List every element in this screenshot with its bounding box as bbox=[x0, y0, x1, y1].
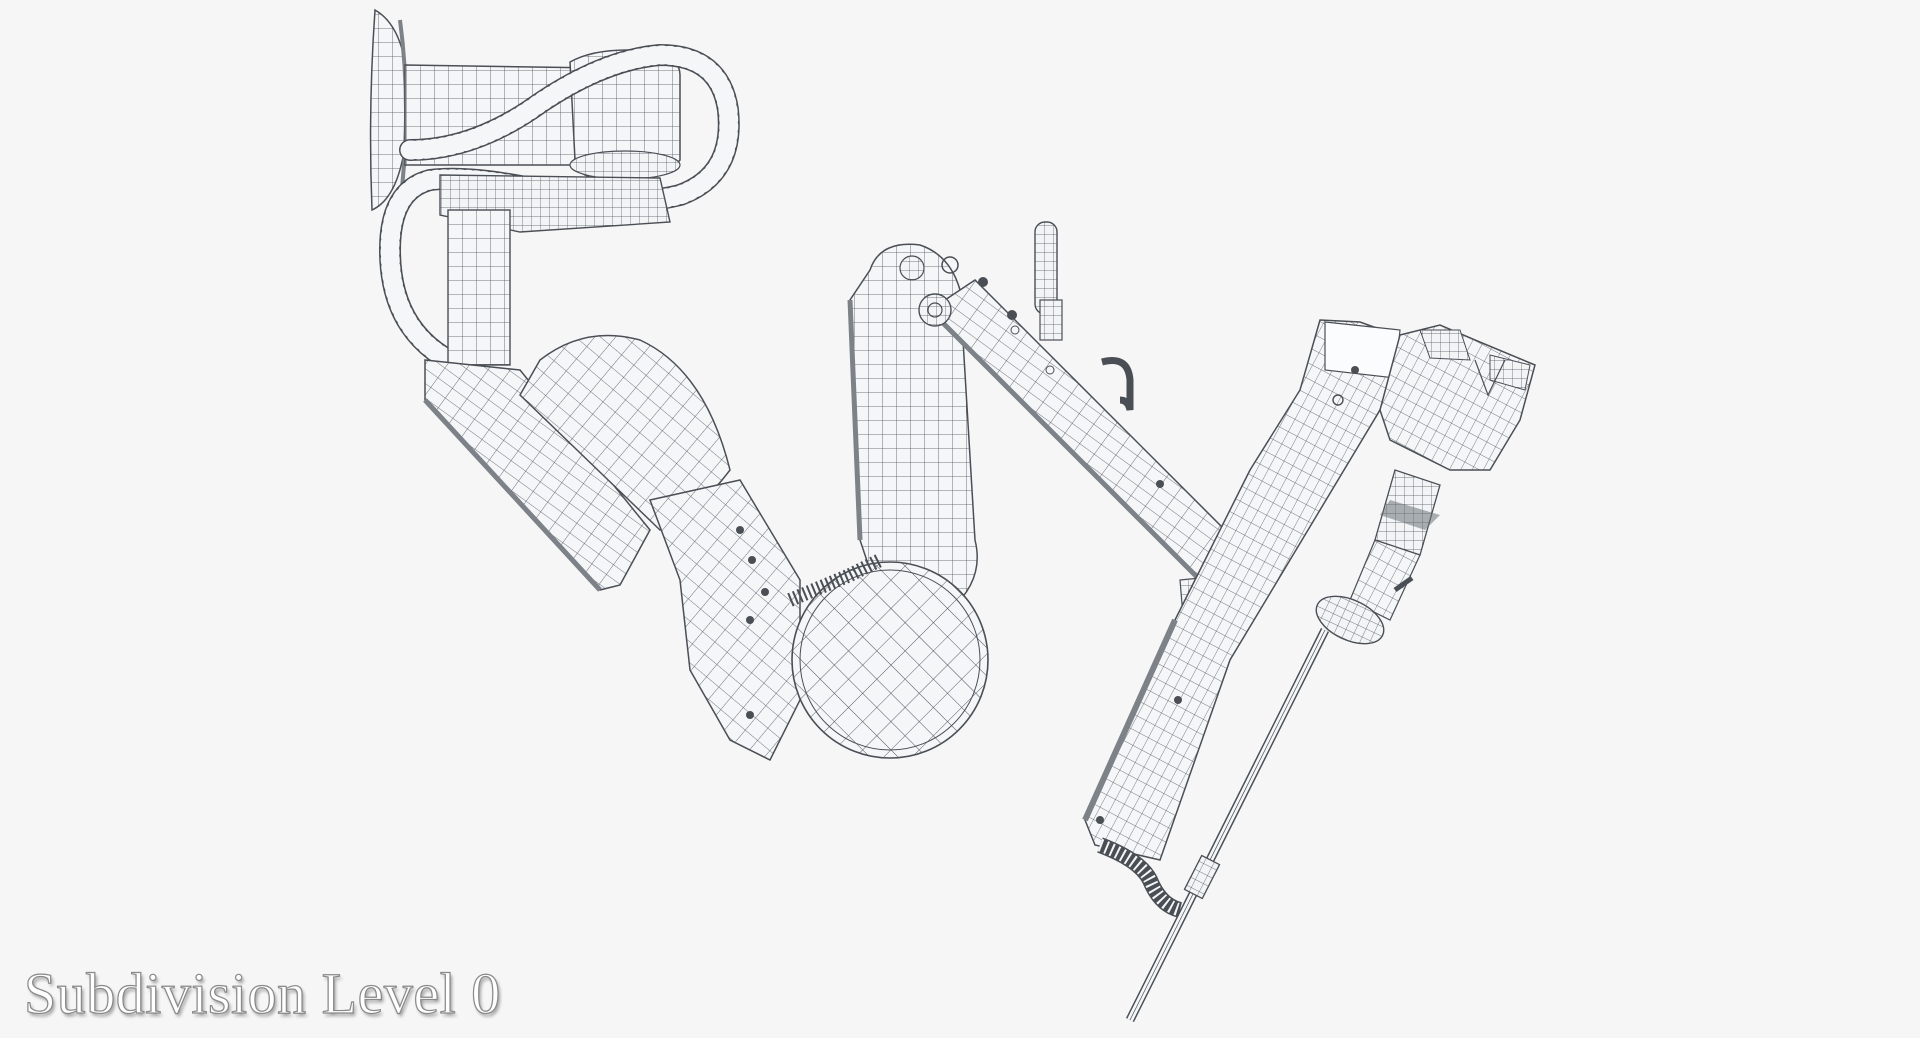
instrument-collar bbox=[1315, 469, 1441, 645]
ball-joint bbox=[787, 553, 989, 759]
lower-bracket bbox=[1097, 837, 1183, 918]
hook bbox=[1101, 357, 1134, 411]
instrument-carriage bbox=[1082, 319, 1411, 861]
handle-grip bbox=[1034, 221, 1063, 341]
vertical-column bbox=[447, 209, 511, 366]
instrument-rod bbox=[1125, 627, 1330, 1023]
forearm-connector bbox=[648, 479, 801, 762]
mount-plate bbox=[369, 8, 409, 212]
forearm bbox=[918, 277, 1236, 582]
elbow-slab bbox=[423, 359, 651, 592]
instrument-drive-head bbox=[1379, 324, 1536, 471]
upright-arm bbox=[847, 243, 978, 611]
subdivision-level-caption: Subdivision Level 0 bbox=[23, 960, 501, 1026]
